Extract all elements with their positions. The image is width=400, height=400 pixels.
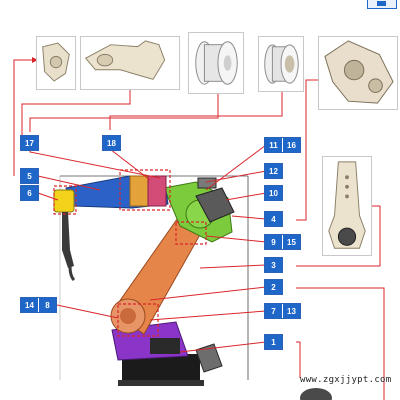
callout-number: 14 [21,298,38,312]
site-watermark: www.zgxjjypt.com [300,375,392,385]
base-motor [150,338,180,354]
wrist-joint [53,189,75,213]
route-to-housing [296,79,320,221]
callout-5: 5 [20,168,39,184]
callout-number: 1 [265,335,282,349]
leader-14-8 [56,304,119,319]
callout-number: 13 [282,304,300,318]
leader-11-16 [205,144,267,191]
callout-2: 2 [264,279,283,295]
route-to-casting-small [13,59,32,176]
callout-number: 3 [265,258,282,272]
part-thumbnail-upper-arm-casting-long [80,36,180,90]
highlight-zone-wrist [53,185,77,215]
highlight-zone-base-joint [117,303,159,337]
callout-4: 4 [264,211,283,227]
part-thumbnail-gearbox-housing [318,36,398,110]
callout-number: 9 [265,235,282,249]
route-to-lower-arm [296,205,381,267]
welding-robot [53,169,235,386]
housing-icon [324,40,394,104]
highlight-zone-upper-arm [119,169,171,211]
callout-11-16: 11 16 [264,137,301,153]
callout-number: 4 [265,212,282,226]
base-side-motor [195,343,223,373]
drum-icon [264,44,299,84]
upper-arm-drum-left [129,175,149,207]
callout-number: 12 [265,164,282,178]
part-thumbnail-cable-drum-2 [258,36,304,92]
casting-icon [42,42,70,82]
base-icon [300,388,332,400]
part-thumbnail-upper-arm-casting-small [36,36,76,90]
leader-1 [179,341,267,353]
route-to-drum-2 [109,90,283,130]
callout-number: 18 [103,136,120,150]
callout-number: 5 [21,169,38,183]
callout-number: 10 [265,186,282,200]
callout-10: 10 [264,185,283,201]
route-to-drum-1 [29,94,219,132]
welding-torch [62,212,74,268]
highlight-zone-shoulder [175,221,207,245]
site-logo [367,0,397,9]
callout-number: 16 [282,138,300,152]
robot-base-plate [118,380,204,386]
route-to-base-part [296,287,385,400]
callout-number: 2 [265,280,282,294]
drum-icon [195,41,238,85]
upper-arm-drum-right [147,175,167,207]
callout-number: 7 [265,304,282,318]
robot-wrist-assembly [195,187,235,223]
callout-18: 18 [102,135,121,151]
leader-12 [205,170,267,183]
callout-1: 1 [264,334,283,350]
leader-4 [231,215,267,220]
route-to-casting-long [21,90,131,140]
arm-icon [328,161,366,249]
shoulder-sensor [197,177,217,189]
torch-cable [68,265,76,282]
leader-7-13 [149,310,267,321]
part-thumbnail-lower-arm-casting [322,156,372,256]
callout-14-8: 14 8 [20,297,57,313]
leader-lines [13,59,385,400]
leader-10 [225,192,267,201]
callout-3: 3 [264,257,283,273]
route-to-bottom-part [296,341,301,378]
callout-17: 17 [20,135,39,151]
callout-number: 6 [21,186,38,200]
callout-12: 12 [264,163,283,179]
leader-2 [149,286,267,301]
callout-number: 15 [282,235,300,249]
callout-number: 17 [21,136,38,150]
part-thumbnail-base-part [296,384,336,400]
leader-5 [37,175,101,191]
callout-7-13: 7 13 [264,303,301,319]
leader-9-15 [205,235,267,243]
callout-number: 8 [38,298,56,312]
leader-3 [199,264,267,269]
leader-18 [109,148,151,181]
callout-number: 11 [265,138,282,152]
part-thumbnail-cable-drum-1 [188,32,244,94]
casting-icon [84,40,166,80]
callout-6: 6 [20,185,39,201]
callout-9-15: 9 15 [264,234,301,250]
leader-6 [37,192,59,201]
